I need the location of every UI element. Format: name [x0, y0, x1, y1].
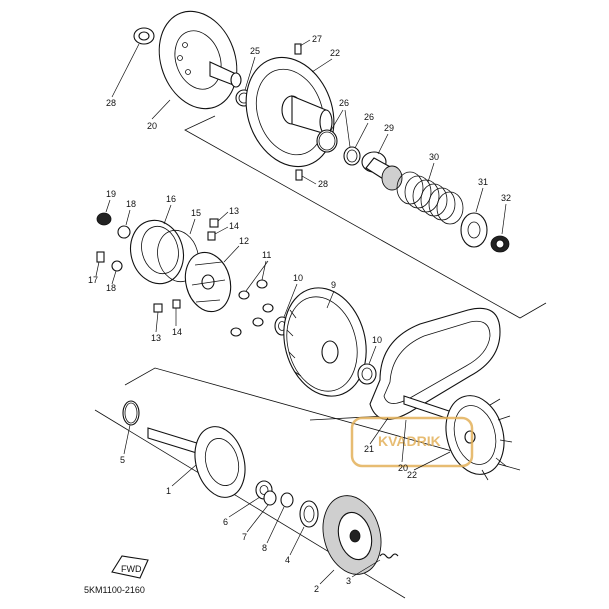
watermark-logo: KVADRIK — [350, 416, 474, 468]
callout-20: 21 — [364, 444, 374, 454]
part-28-pin-top — [294, 43, 302, 55]
callout-29: 30 — [429, 152, 439, 162]
callout-14-top: 14 — [229, 221, 239, 231]
callout-5: 5 — [120, 455, 125, 465]
callout-2: 2 — [314, 584, 319, 594]
callout-32: 32 — [501, 193, 511, 203]
callout-22: 18 — [126, 199, 136, 209]
callout-27: 26 — [339, 98, 349, 108]
callout-17: 17 — [88, 275, 98, 285]
callout-31: 31 — [478, 177, 488, 187]
part-21-fixed-fan-sheave — [445, 395, 513, 481]
part-18-washer — [111, 260, 123, 272]
part-9-primary-sliding-sheave — [283, 287, 367, 397]
part-14-slider-top — [207, 231, 216, 241]
callout-26-top: 25 — [250, 46, 260, 56]
part-26-o-ring-mid — [343, 146, 361, 166]
callout-1: 1 — [166, 486, 171, 496]
callout-25: 22 — [330, 48, 340, 58]
part-8-collar — [280, 492, 294, 508]
callout-3: 3 — [346, 576, 351, 586]
part-10-collar-lower — [357, 363, 377, 385]
callout-13-bottom: 13 — [151, 333, 161, 343]
callout-9: 9 — [331, 280, 336, 290]
callout-7: 7 — [242, 532, 247, 542]
callout-16: 16 — [166, 194, 176, 204]
part-23-nut — [96, 212, 112, 226]
part-5-circlip — [122, 400, 140, 426]
part-14-slider-bottom — [172, 299, 181, 309]
callout-8: 8 — [262, 543, 267, 553]
fwd-arrow-icon: FWD — [111, 555, 149, 579]
part-16-cam-cover — [130, 219, 184, 285]
part-22-washer — [117, 225, 131, 239]
part-32-nut — [490, 235, 510, 253]
part-28-pin-bottom — [295, 169, 303, 181]
callout-15: 15 — [191, 208, 201, 218]
part-13-slider-top — [209, 218, 219, 228]
callout-28-bottom: 28 — [318, 179, 328, 189]
part-7-bearing — [263, 490, 277, 506]
callout-19: 20 — [398, 463, 408, 473]
part-17-bolt — [96, 251, 105, 263]
callout-26-mid: 26 — [364, 112, 374, 122]
part-27-o-rings — [316, 129, 338, 153]
part-13-slider-bottom — [153, 303, 163, 313]
callout-4: 4 — [285, 555, 290, 565]
part-15-o-ring — [157, 229, 199, 283]
callout-33: 28 — [106, 98, 116, 108]
diagram-code: 5KM1100-2160 — [84, 585, 145, 595]
fwd-badge-text: FWD — [121, 564, 142, 574]
part-2-clutch-carrier — [322, 495, 382, 575]
callout-30: 29 — [384, 123, 394, 133]
callout-12: 12 — [239, 236, 249, 246]
callout-14-bottom: 14 — [172, 327, 182, 337]
callout-10-upper: 10 — [293, 273, 303, 283]
part-25-sliding-sheave — [245, 56, 335, 168]
callout-18: 18 — [106, 283, 116, 293]
part-1-secondary-shaft-clutch-housing — [147, 426, 246, 498]
part-31-spring-cup — [460, 212, 488, 248]
callout-11: 11 — [262, 250, 271, 260]
reference-planes — [94, 115, 547, 599]
callout-24: 20 — [147, 121, 157, 131]
part-29-compression-spring — [396, 171, 464, 225]
callouts: 28 20 25 27 22 28 26 26 29 30 31 32 19 1… — [88, 34, 511, 594]
part-12-cam — [184, 251, 232, 313]
watermark-text: KVADRIK — [378, 433, 441, 449]
callout-6: 6 — [223, 517, 228, 527]
part-4-bearing — [299, 500, 319, 528]
callout-13-top: 13 — [229, 206, 239, 216]
callout-23: 19 — [106, 189, 116, 199]
part-30-spring-seat — [361, 151, 403, 191]
callout-21: 22 — [407, 470, 417, 480]
callout-28-top: 27 — [312, 34, 322, 44]
part-11-weights — [230, 279, 274, 337]
callout-10-lower: 10 — [372, 335, 382, 345]
part-24-fixed-sheave — [158, 10, 242, 110]
part-33-nut — [133, 27, 155, 45]
part-3-clutch-spring — [379, 553, 399, 559]
